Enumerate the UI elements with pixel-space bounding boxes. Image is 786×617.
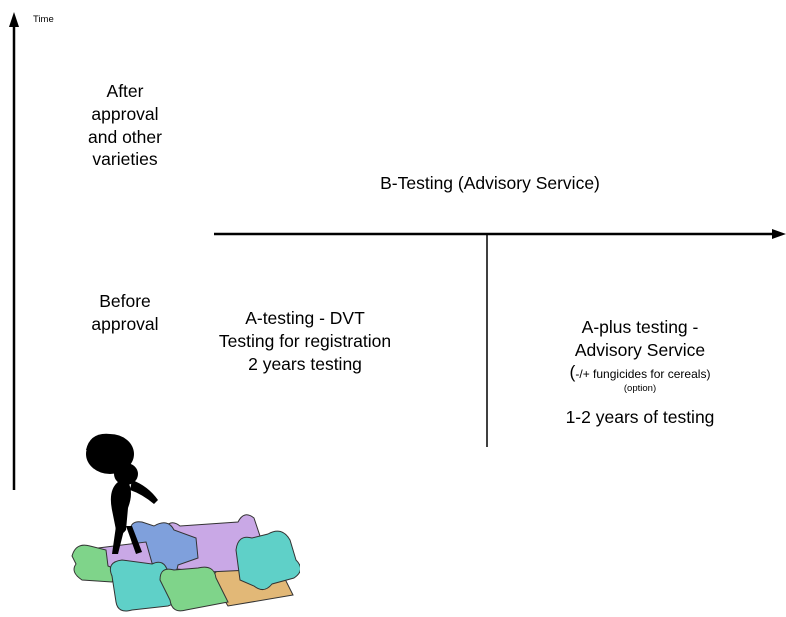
after-line-1: After (106, 81, 144, 101)
a-testing-line-3: 2 years testing (248, 353, 362, 374)
thinking-person-on-puzzle-pieces-icon (71, 433, 300, 612)
time-axis-label: Time (33, 14, 54, 25)
a-plus-option: (option) (623, 382, 657, 394)
after-line-2: approval (91, 103, 159, 124)
before-approval-label: Before approval (60, 290, 190, 336)
a-plus-fungicides-text: -/+ fungicides for cereals) (575, 366, 711, 381)
a-plus-duration: 1-2 years of testing (565, 406, 715, 427)
before-line-1: Before (99, 291, 151, 311)
a-testing-line-1: A-testing - DVT (245, 308, 365, 328)
after-line-4: varieties (92, 149, 158, 170)
a-plus-line-2: Advisory Service (574, 339, 706, 360)
a-testing-label: A-testing - DVT Testing for registration… (190, 307, 420, 375)
a-plus-open-paren: ( (569, 361, 576, 382)
after-line-3: and other (88, 126, 162, 147)
after-approval-label: After approval and other varieties (60, 80, 190, 171)
time-axis-arrowhead (9, 12, 19, 27)
a-plus-line-1: A-plus testing - (581, 317, 699, 337)
a-plus-fungicides: (-/+ fungicides for cereals) (510, 362, 770, 383)
approval-boundary-arrowhead (772, 229, 786, 239)
b-testing-label: B-Testing (Advisory Service) (380, 173, 600, 193)
a-plus-testing-label: A-plus testing - Advisory Service (-/+ f… (510, 316, 770, 429)
a-testing-line-2: Testing for registration (218, 330, 392, 351)
thinking-person-silhouette (86, 433, 158, 554)
before-line-2: approval (91, 313, 159, 334)
